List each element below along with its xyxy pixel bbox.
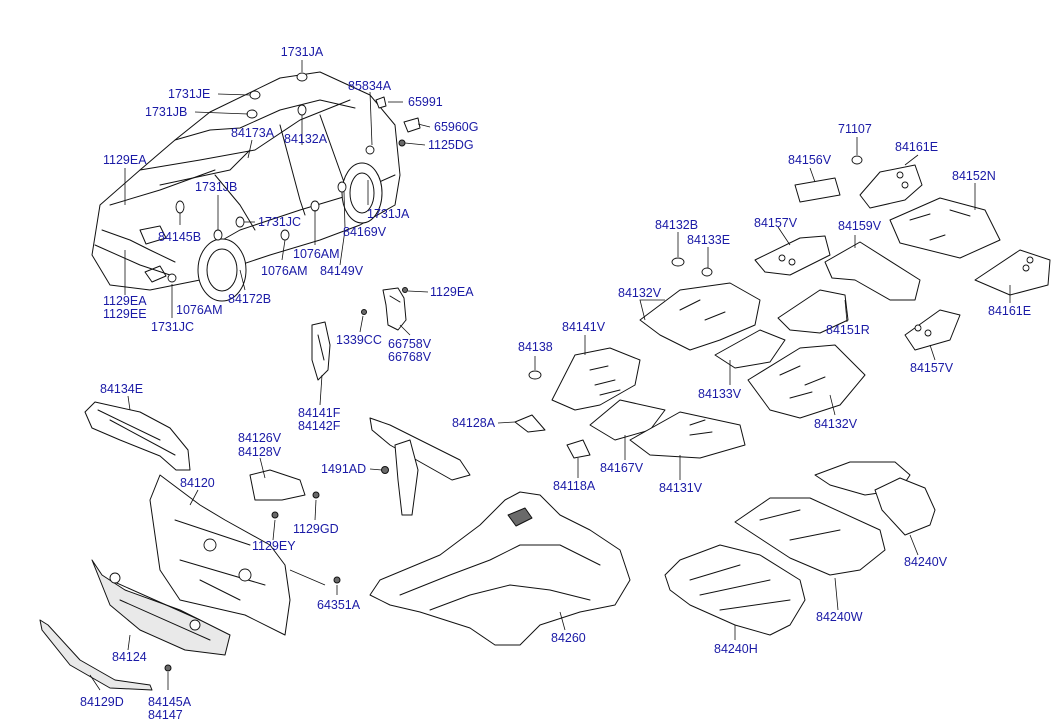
callout-label: 1076AM [261,264,308,278]
callout-label: 84132A [284,132,328,146]
callout-label: 84240W [816,610,863,624]
vehicle-body-illustration [91,71,421,302]
callout-label: 84128A [452,416,496,430]
callout-label: 1731JC [151,320,194,334]
callout-label: 84131V [659,481,703,495]
callout-label: 84152N [952,169,996,183]
callout-label: 84159V [838,219,882,233]
callout-label: 84147 [148,708,183,722]
callout-label: 84128V [238,445,282,459]
callout-label: 84145B [158,230,201,244]
callout-label: 1129EE [103,307,147,321]
callout-label: 84145A [148,695,192,709]
callout-label: 84141V [562,320,606,334]
callout-label: 1129EA [103,153,147,167]
callout-label: 1076AM [293,247,340,261]
callout-label: 1076AM [176,303,223,317]
callout-label: 84133E [687,233,730,247]
callout-label: 1129EY [252,539,296,553]
callout-label: 84132V [618,286,662,300]
callout-label: 84132B [655,218,698,232]
callout-label: 84138 [518,340,553,354]
callout-label: 84172B [228,292,271,306]
callout-label: 84120 [180,476,215,490]
callout-label: 1339CC [336,333,382,347]
callout-label: 84169V [343,225,387,239]
callout-label: 84124 [112,650,147,664]
callout-label: 84142F [298,419,341,433]
callout-label: 64351A [317,598,361,612]
callout-label: 84133V [698,387,742,401]
callout-label: 1129EA [103,294,147,308]
callout-label: 84240H [714,642,758,656]
callout-label: 84149V [320,264,364,278]
callout-label: 1731JA [367,207,410,221]
callout-label: 84157V [910,361,954,375]
callout-label: 84161E [988,304,1031,318]
callout-label: 1125DG [428,138,474,152]
callout-label: 1731JA [281,45,324,59]
callout-label: 1129GD [293,522,339,536]
callout-label: 84173A [231,126,275,140]
leader-lines [89,60,1011,691]
callout-label: 84118A [553,479,596,493]
floor-pads-group [514,155,1051,459]
callout-label: 84240V [904,555,948,569]
callout-label: 1731JB [145,105,187,119]
callout-label: 84167V [600,461,644,475]
callout-label: 1731JB [195,180,237,194]
callout-label: 84129D [80,695,124,709]
callout-label: 84157V [754,216,798,230]
callout-label: 1129EA [430,285,474,299]
floor-carpet-group [369,461,936,646]
callout-label: 84141F [298,406,341,420]
callout-label: 1491AD [321,462,366,476]
callout-label: 84161E [895,140,938,154]
callout-label: 84134E [100,382,143,396]
callout-label: 65960G [434,120,478,134]
callout-label: 84126V [238,431,282,445]
callout-label: 1731JE [168,87,210,101]
callout-label: 1731JC [258,215,301,229]
callout-label: 84151R [826,323,870,337]
bracket-group-upper [311,287,408,381]
callout-label: 66758V [388,337,432,351]
callout-label: 84156V [788,153,832,167]
callout-labels: 1731JA 1731JE 1731JB 85834A 65991 84173A… [80,45,1031,722]
dash-insulator-group [39,401,471,691]
callout-label: 71107 [838,122,872,136]
callout-label: 66768V [388,350,432,364]
callout-label: 85834A [348,79,392,93]
callout-label: 84260 [551,631,586,645]
callout-label: 65991 [408,95,443,109]
callout-label: 84132V [814,417,858,431]
